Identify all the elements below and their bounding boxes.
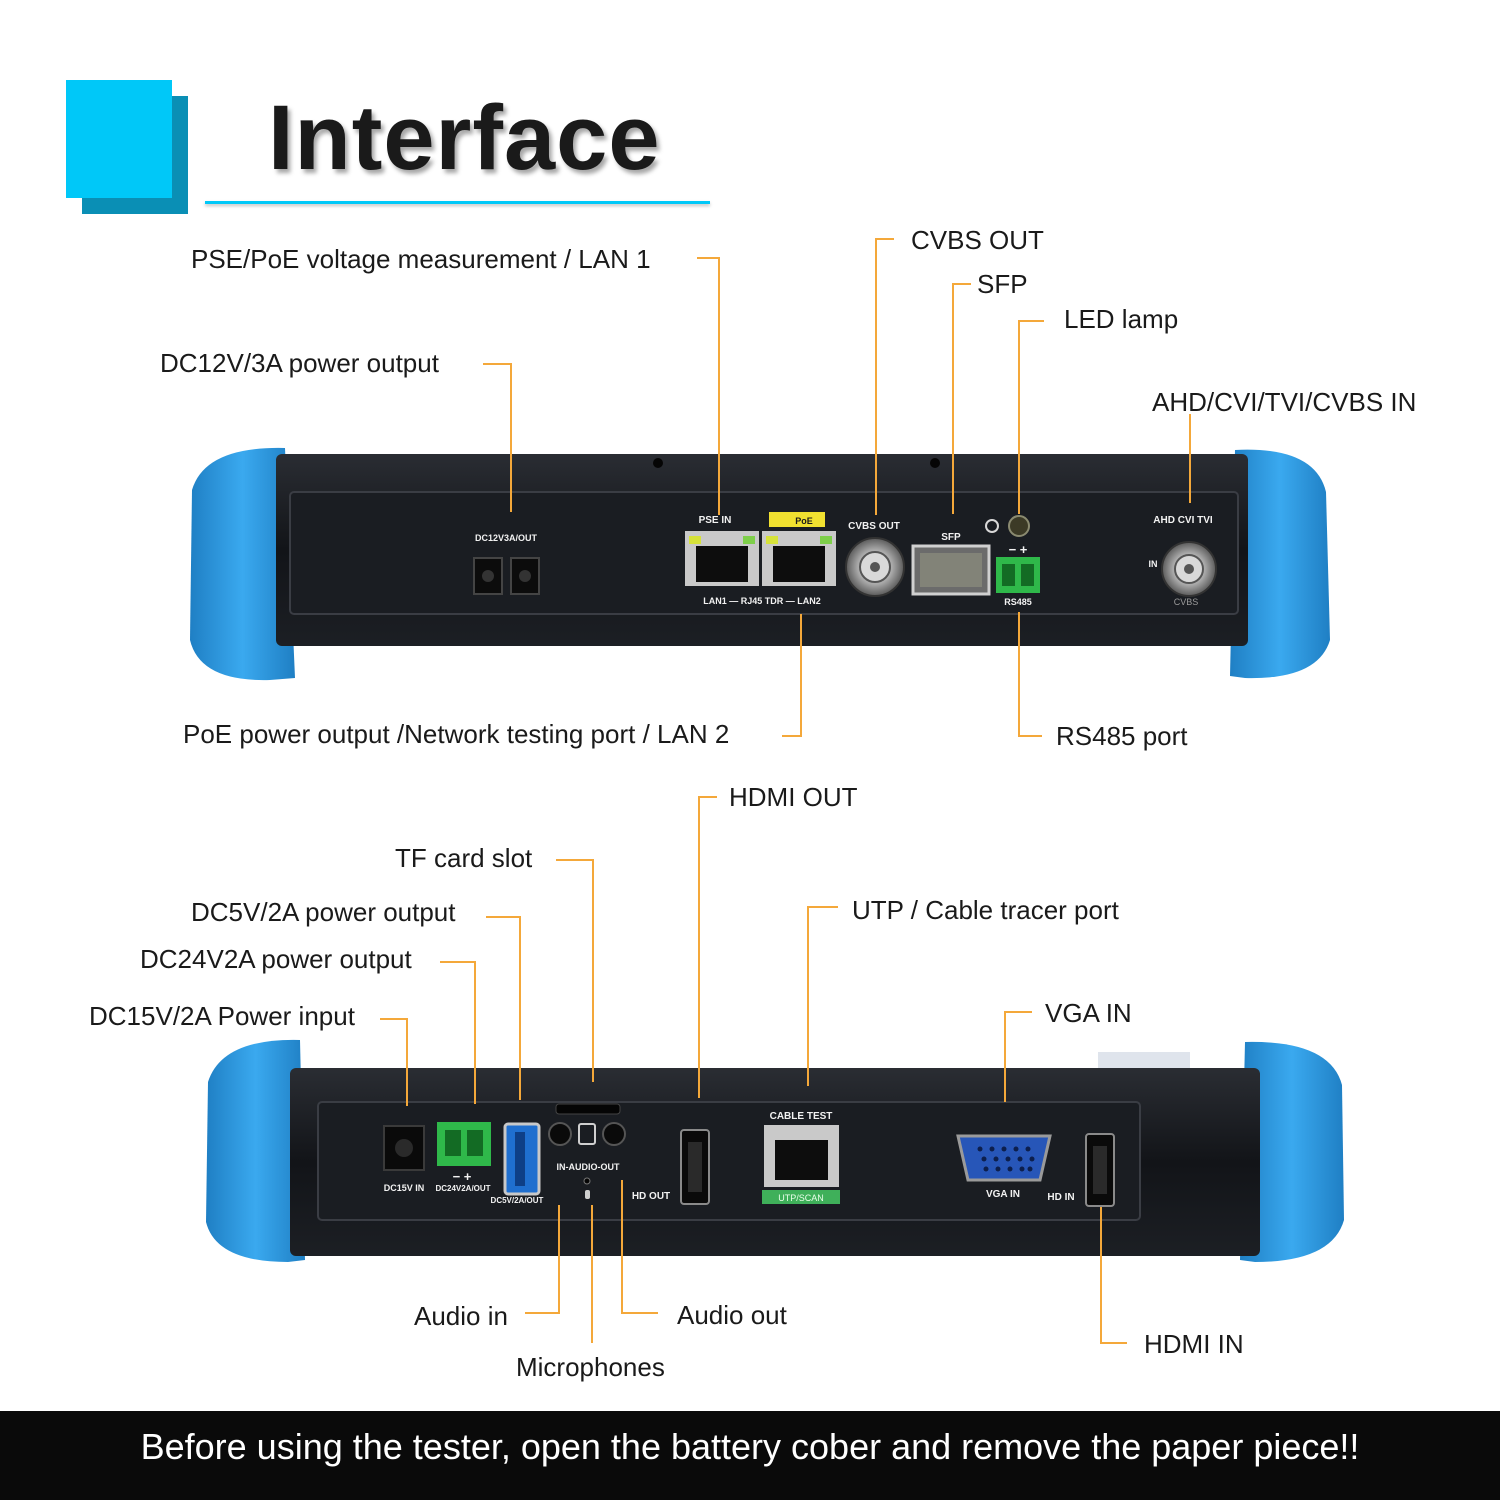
label-dc12v: DC12V3A/OUT [475, 533, 538, 543]
callout-led: LED lamp [1064, 304, 1179, 334]
header-square [66, 80, 172, 198]
leader-led [1018, 320, 1044, 514]
callout-microphones: Microphones [516, 1352, 665, 1382]
callout-audio-in: Audio in [414, 1301, 508, 1331]
leader-cvbs-out [875, 238, 894, 515]
footer-notice: Before using the tester, open the batter… [140, 1426, 1360, 1467]
footer-bar [0, 1411, 1500, 1500]
top-left-bumper [190, 447, 295, 681]
audio-out-jack [602, 1122, 626, 1146]
leader-hdmi-in [1100, 1207, 1127, 1344]
callout-cvbs-out: CVBS OUT [911, 225, 1044, 255]
callout-utp: UTP / Cable tracer port [852, 895, 1119, 925]
poe-badge [769, 512, 825, 527]
utp-scan-badge [762, 1190, 840, 1204]
callout-ahd: AHD/CVI/TVI/CVBS IN [1152, 387, 1417, 417]
callout-rs485: RS485 port [1056, 721, 1188, 751]
label-utp-scan: UTP/SCAN [778, 1193, 824, 1203]
leader-audio-out [621, 1180, 658, 1314]
tf-card-slot [555, 1103, 621, 1115]
led-lamp-icon [985, 519, 999, 533]
label-rs485-sign: − + [1009, 542, 1028, 557]
label-poe: PoE [795, 516, 813, 526]
label-ahd: AHD CVI TVI [1153, 515, 1213, 526]
label-hd-in: HD IN [1047, 1192, 1074, 1203]
label-rs485: RS485 [1004, 597, 1032, 607]
leader-utp [807, 906, 838, 1086]
label-in: IN [1149, 559, 1158, 569]
label-vga-in: VGA IN [986, 1189, 1020, 1200]
bottom-device: DC15V IN − + DC24V2A/OUT DC5V/2A/OUT IN-… [206, 1039, 1344, 1262]
label-cvbs-out: CVBS OUT [848, 521, 900, 532]
microphone-hole [583, 1177, 591, 1185]
callout-audio-out: Audio out [677, 1300, 787, 1330]
callout-vga: VGA IN [1045, 998, 1132, 1028]
vga-in-port [956, 1134, 1052, 1182]
label-dc15v: DC15V IN [384, 1183, 425, 1193]
callout-dc15v: DC15V/2A Power input [89, 1001, 355, 1031]
leader-sfp [952, 283, 971, 514]
leader-lines [380, 238, 1191, 1344]
bottom-right-bumper [1240, 1041, 1344, 1262]
leader-rs485 [1018, 612, 1042, 737]
callout-dc24v: DC24V2A power output [140, 944, 412, 974]
leader-dc15v [380, 1018, 408, 1106]
top-right-bumper [1230, 449, 1330, 679]
audio-in-jack [548, 1122, 572, 1146]
label-dc5v: DC5V/2A/OUT [491, 1196, 544, 1205]
label-lan-row: LAN1 — RJ45 TDR — LAN2 [703, 596, 821, 606]
led-lamp [1008, 515, 1030, 537]
leader-dc12v [483, 363, 512, 512]
leader-dc24v [440, 961, 476, 1104]
callout-tf-card: TF card slot [395, 843, 533, 873]
callout-poe-lan2: PoE power output /Network testing port /… [183, 719, 730, 749]
label-sfp: SFP [941, 532, 961, 543]
top-device: DC12V3A/OUT PSE IN PoE LAN1 — RJ45 TDR —… [190, 447, 1330, 681]
label-dc24v: DC24V2A/OUT [435, 1184, 490, 1193]
leader-vga [1004, 1011, 1032, 1102]
callout-dc5v: DC5V/2A power output [191, 897, 456, 927]
callout-pse-lan1: PSE/PoE voltage measurement / LAN 1 [191, 244, 651, 274]
callout-dc12v: DC12V/3A power output [160, 348, 439, 378]
leader-tf-card [556, 859, 594, 1082]
leader-audio-in [525, 1205, 560, 1314]
leader-pse-lan1 [697, 257, 720, 515]
title-underline [205, 201, 710, 204]
leader-poe-lan2 [782, 614, 802, 737]
label-cvbs: CVBS [1174, 597, 1199, 607]
label-audio: IN-AUDIO-OUT [557, 1162, 620, 1172]
callout-sfp: SFP [977, 269, 1028, 299]
label-cable-test: CABLE TEST [770, 1111, 833, 1122]
bottom-left-bumper [206, 1039, 305, 1262]
callout-hdmi-out: HDMI OUT [729, 782, 858, 812]
callout-hdmi-in: HDMI IN [1144, 1329, 1244, 1359]
leader-hdmi-out [698, 796, 717, 1098]
page-title: Interface [268, 87, 661, 189]
label-pse-in: PSE IN [699, 515, 732, 526]
leader-dc5v [486, 916, 521, 1100]
label-dc24v-sign: − + [453, 1169, 472, 1184]
label-hd-out: HD OUT [632, 1191, 670, 1202]
